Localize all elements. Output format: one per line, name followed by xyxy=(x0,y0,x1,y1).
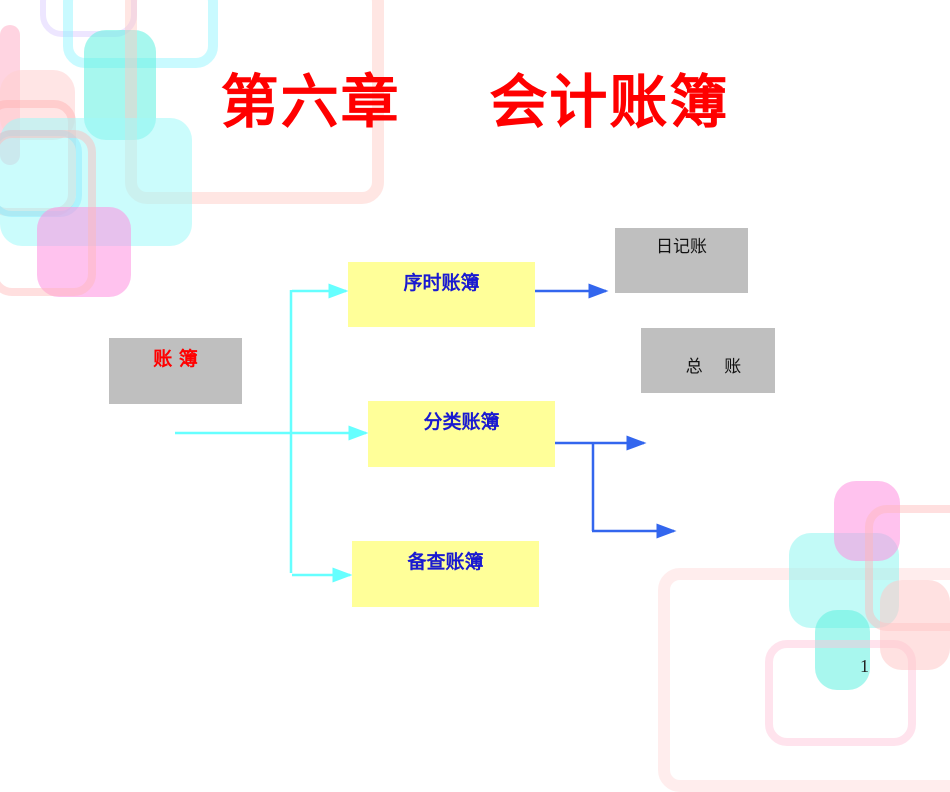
slide-title: 第六章 会计账簿 xyxy=(220,68,730,136)
leaf-box-journal: 日记账 xyxy=(615,228,748,293)
leaf-label: 总 账 xyxy=(685,357,742,377)
root-box: 账 簿 xyxy=(109,338,242,404)
branch-label: 备查账簿 xyxy=(407,551,484,573)
root-label: 账 簿 xyxy=(153,348,198,370)
connector-lines xyxy=(175,283,677,583)
page-number: 1 xyxy=(860,656,869,676)
leaf-box-general-ledger: 总 账 xyxy=(641,328,775,393)
leaf-label: 日记账 xyxy=(656,237,707,257)
branch-label: 分类账簿 xyxy=(423,411,500,433)
branch-label: 序时账簿 xyxy=(403,272,480,294)
branch-box-chronological: 序时账簿 xyxy=(348,262,535,327)
branch-box-classified: 分类账簿 xyxy=(368,401,555,467)
branch-box-memo: 备查账簿 xyxy=(352,541,539,607)
